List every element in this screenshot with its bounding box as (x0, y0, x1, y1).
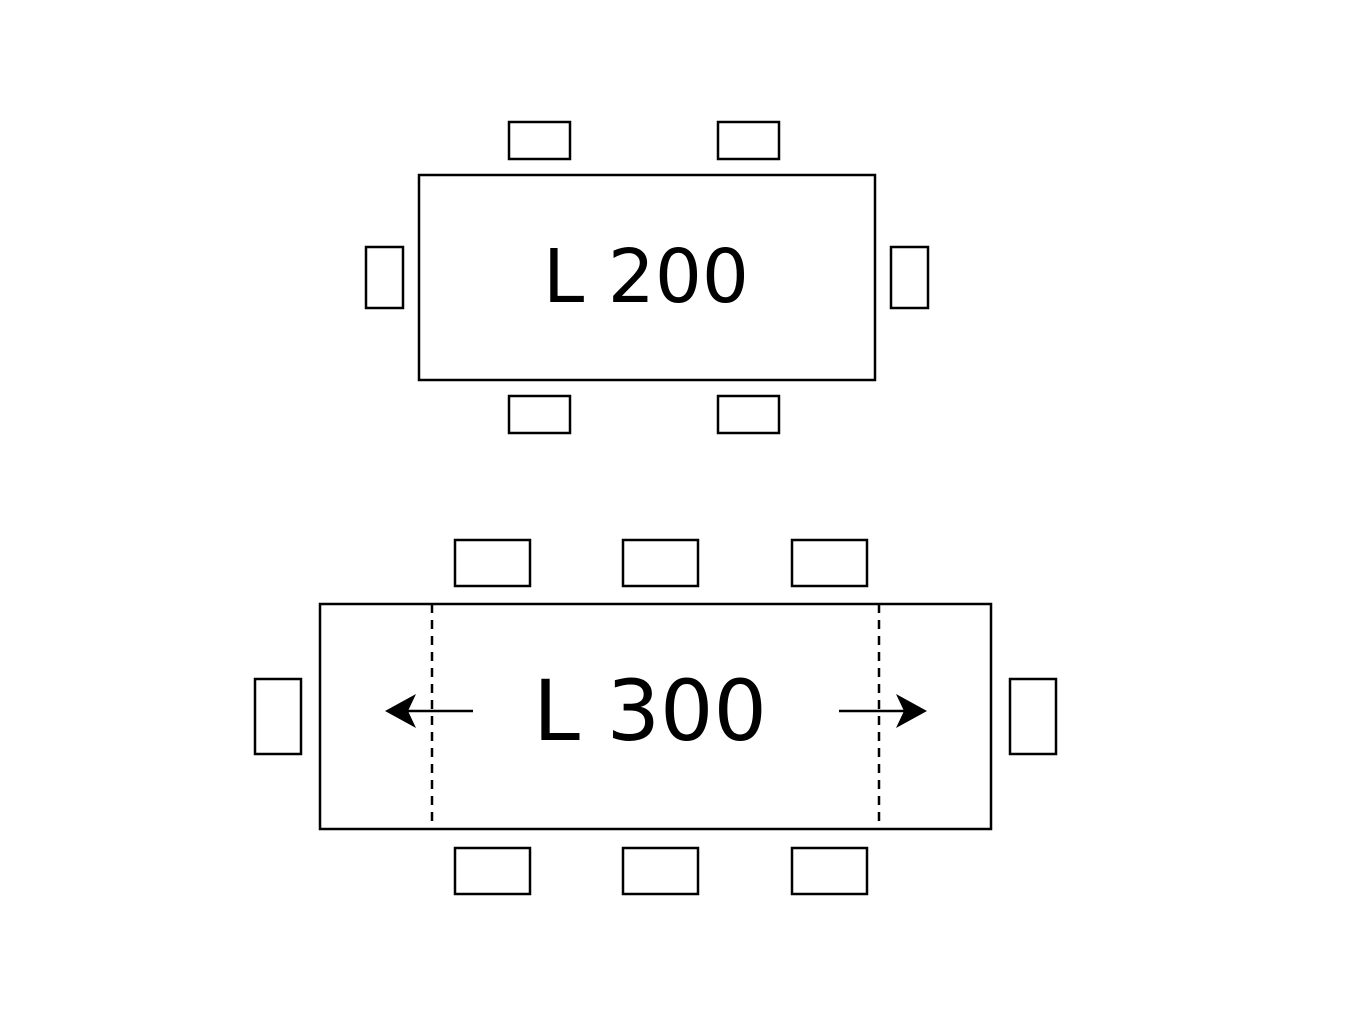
chair-l200-bottom-right (716, 394, 781, 435)
chair-l300-bottom-2 (621, 846, 700, 896)
chair-l300-bottom-3 (790, 846, 869, 896)
chair-l300-right-end (1008, 677, 1058, 756)
chair-l200-top-left (507, 120, 572, 161)
arrow-right-icon (839, 694, 927, 728)
table-l300-top (318, 602, 993, 831)
chair-l300-left-end (253, 677, 303, 756)
chair-l200-right-end (889, 245, 930, 310)
chair-l300-top-3 (790, 538, 869, 588)
chair-l200-bottom-left (507, 394, 572, 435)
chair-l200-top-right (716, 120, 781, 161)
chair-l200-left-end (364, 245, 405, 310)
arrow-left-icon (385, 694, 473, 728)
chair-l300-top-1 (453, 538, 532, 588)
chair-l300-top-2 (621, 538, 700, 588)
table-l200-top (417, 173, 877, 382)
table-l300-group: L 300 (253, 538, 1058, 896)
table-l200-group: L 200 (364, 120, 930, 435)
table-l300-label: L 300 (533, 662, 767, 760)
chair-l300-bottom-1 (453, 846, 532, 896)
table-l200-label: L 200 (543, 234, 749, 320)
